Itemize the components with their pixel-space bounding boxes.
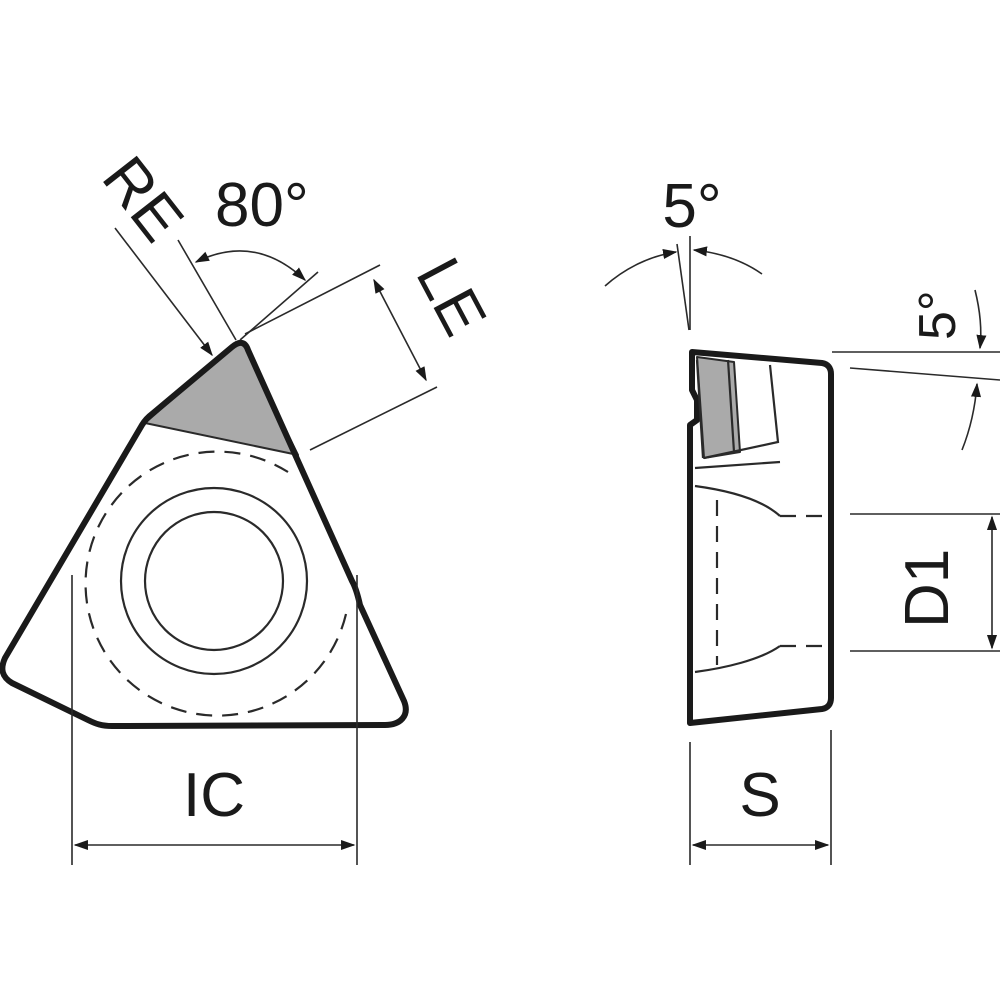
hole-inner-circle [143, 510, 285, 652]
d1-label: D1 [893, 549, 962, 628]
angle-80-extension-right [239, 271, 319, 341]
side-hole-lower-curve [694, 645, 781, 674]
re-leader-line [114, 227, 213, 357]
side-view: 5° 5° D1 S [604, 172, 1000, 865]
side-land-line [695, 359, 780, 460]
le-label: LE [403, 247, 500, 346]
dashed-inscribed-circle [84, 450, 348, 717]
re-label: RE [89, 144, 196, 254]
side-outline [687, 349, 834, 726]
hole-outer-circle [119, 486, 309, 676]
angle-5-side-ref-bottom [849, 367, 1000, 381]
angle-80-arc [194, 250, 307, 281]
angle-5-top-ref-right [676, 243, 690, 331]
angle-80-label: 80° [215, 171, 309, 240]
le-dimension-line [373, 278, 427, 382]
top-view: RE 80° LE IC [0, 144, 500, 865]
angle-5-side-arc-bottom [961, 382, 982, 451]
angle-5-top-arc-right [692, 246, 763, 275]
le-extension-top [244, 264, 381, 335]
le-extension-bottom [309, 386, 438, 451]
ic-label: IC [183, 761, 245, 830]
angle-5-side-label: 5° [909, 290, 967, 340]
insert-outline [0, 339, 409, 729]
side-relief-line-upper [694, 460, 781, 470]
angle-5-top-arc-left [604, 248, 678, 287]
s-label: S [739, 761, 780, 830]
angle-5-top-label: 5° [662, 172, 721, 241]
angle-5-side-arc-top [974, 289, 987, 350]
side-hole-upper-curve [694, 484, 781, 517]
angle-80-extension-left [177, 239, 237, 341]
